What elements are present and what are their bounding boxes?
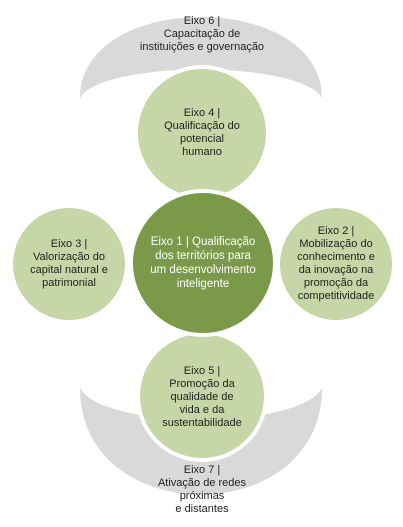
label-eixo-5: Eixo 5 | Promoção da qualidade de vida e…	[162, 364, 242, 429]
label-eixo-6: Eixo 6 | Capacitação de instituições e g…	[139, 14, 265, 53]
label-eixo-1: Eixo 1 | Qualificação dos territórios pa…	[150, 236, 256, 290]
circle-eixo-3	[9, 204, 129, 324]
label-eixo-3: Eixo 3 | Valorização do capital natural …	[30, 238, 108, 289]
arc-top-eixo-6	[80, 17, 322, 98]
circle-eixo-1	[129, 189, 277, 337]
label-eixo-7: Eixo 7 | Ativação de redes próximas e di…	[157, 464, 247, 515]
label-eixo-4: Eixo 4 | Qualificação do potencial human…	[164, 107, 240, 158]
label-eixo-2: Eixo 2 | Mobilização do conhecimento e d…	[297, 225, 375, 302]
circle-eixo-2	[276, 204, 396, 324]
